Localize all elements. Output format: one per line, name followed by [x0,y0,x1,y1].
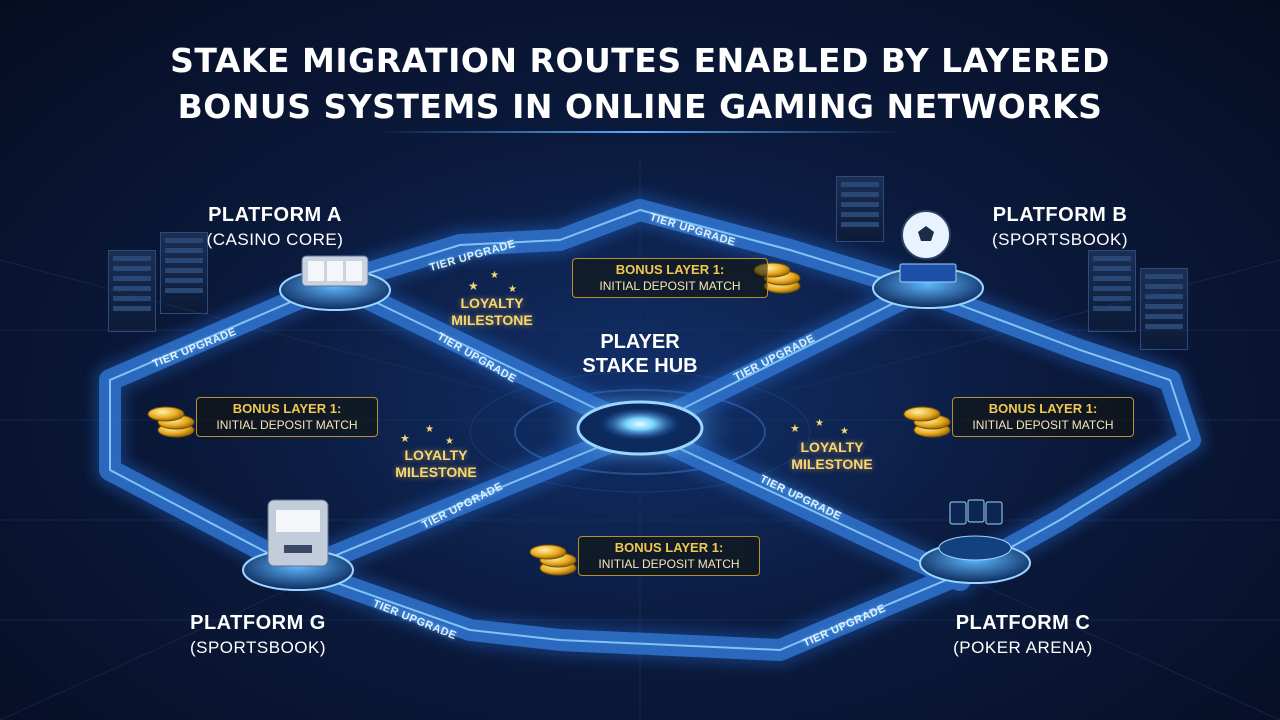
loyalty-line-1: LOYALTY [404,447,468,463]
bonus-layer-title: BONUS LAYER 1: [614,540,724,555]
platform-a-pad [279,255,391,311]
bonus-layer-desc: INITIAL DEPOSIT MATCH [972,418,1114,432]
platform-name: PLATFORM G [190,612,326,634]
svg-text:★: ★ [815,418,824,429]
platform-name: PLATFORM C [955,612,1091,634]
loyalty-line-2: MILESTONE [791,456,873,472]
server-rack-decoration [1088,250,1136,332]
loyalty-milestone: LOYALTY MILESTONE [432,295,552,329]
gold-coins-icon [529,544,577,576]
loyalty-stars: ★ ★ ★ ★ ★ ★ ★ ★ ★ [400,270,849,447]
gold-coins-icon [903,406,951,438]
platform-b-label: PLATFORM B (SPORTSBOOK) [970,204,1150,250]
loyalty-line-1: LOYALTY [460,295,524,311]
bonus-layer-box: BONUS LAYER 1: INITIAL DEPOSIT MATCH [952,397,1134,437]
loyalty-line-2: MILESTONE [451,312,533,328]
platform-type: (SPORTSBOOK) [189,638,327,657]
loyalty-milestone: LOYALTY MILESTONE [772,439,892,473]
bonus-layer-desc: INITIAL DEPOSIT MATCH [216,418,358,432]
hub-floor-halo [469,371,811,493]
svg-text:★: ★ [840,426,849,437]
loyalty-line-2: MILESTONE [395,464,477,480]
bonus-layer-box: BONUS LAYER 1: INITIAL DEPOSIT MATCH [578,536,760,576]
bonus-layer-title: BONUS LAYER 1: [988,401,1098,416]
platform-c-pad [919,499,1031,584]
bonus-layer-desc: INITIAL DEPOSIT MATCH [599,279,741,293]
platform-type: (POKER ARENA) [953,638,1093,657]
platform-a-label: PLATFORM A (CASINO CORE) [185,204,365,250]
svg-text:★: ★ [445,436,454,447]
platform-name: PLATFORM A [208,204,342,226]
bonus-layer-title: BONUS LAYER 1: [232,401,342,416]
platform-c-label: PLATFORM C (POKER ARENA) [928,612,1118,658]
bonus-layer-box: BONUS LAYER 1: INITIAL DEPOSIT MATCH [196,397,378,437]
hub-label-line-2: STAKE HUB [582,355,698,377]
bonus-layer-title: BONUS LAYER 1: [615,262,725,277]
poker-cards-icon [949,499,1003,525]
loyalty-line-1: LOYALTY [800,439,864,455]
svg-text:★: ★ [400,433,410,445]
platform-g-label: PLATFORM G (SPORTSBOOK) [168,612,348,658]
svg-text:★: ★ [508,284,517,295]
hub-label: PLAYER STAKE HUB [540,330,740,378]
server-rack-decoration [836,176,884,242]
bonus-layer-desc: INITIAL DEPOSIT MATCH [598,557,740,571]
platform-type: (CASINO CORE) [206,230,344,249]
bonus-layer-box: BONUS LAYER 1: INITIAL DEPOSIT MATCH [572,258,768,298]
svg-text:★: ★ [425,424,434,435]
title-line-1: STAKE MIGRATION ROUTES ENABLED BY LAYERE… [170,41,1110,80]
platform-b-pad [872,210,984,309]
page-title: STAKE MIGRATION ROUTES ENABLED BY LAYERE… [0,38,1280,130]
svg-text:★: ★ [468,279,479,293]
platform-name: PLATFORM B [992,204,1128,226]
title-underline [380,131,900,133]
platform-type: (SPORTSBOOK) [991,230,1129,249]
gold-coins-icon [147,406,195,438]
slot-machine-icon [267,499,329,567]
server-rack-decoration [1140,268,1188,350]
server-rack-decoration [160,232,208,314]
hub-label-line-1: PLAYER [600,331,680,353]
svg-text:★: ★ [490,270,499,281]
svg-text:★: ★ [790,423,800,435]
platform-g-pad [242,499,354,591]
server-rack-decoration [108,250,156,332]
player-stake-hub [545,386,735,470]
loyalty-milestone: LOYALTY MILESTONE [376,447,496,481]
title-line-2: BONUS SYSTEMS IN ONLINE GAMING NETWORKS [177,87,1103,126]
